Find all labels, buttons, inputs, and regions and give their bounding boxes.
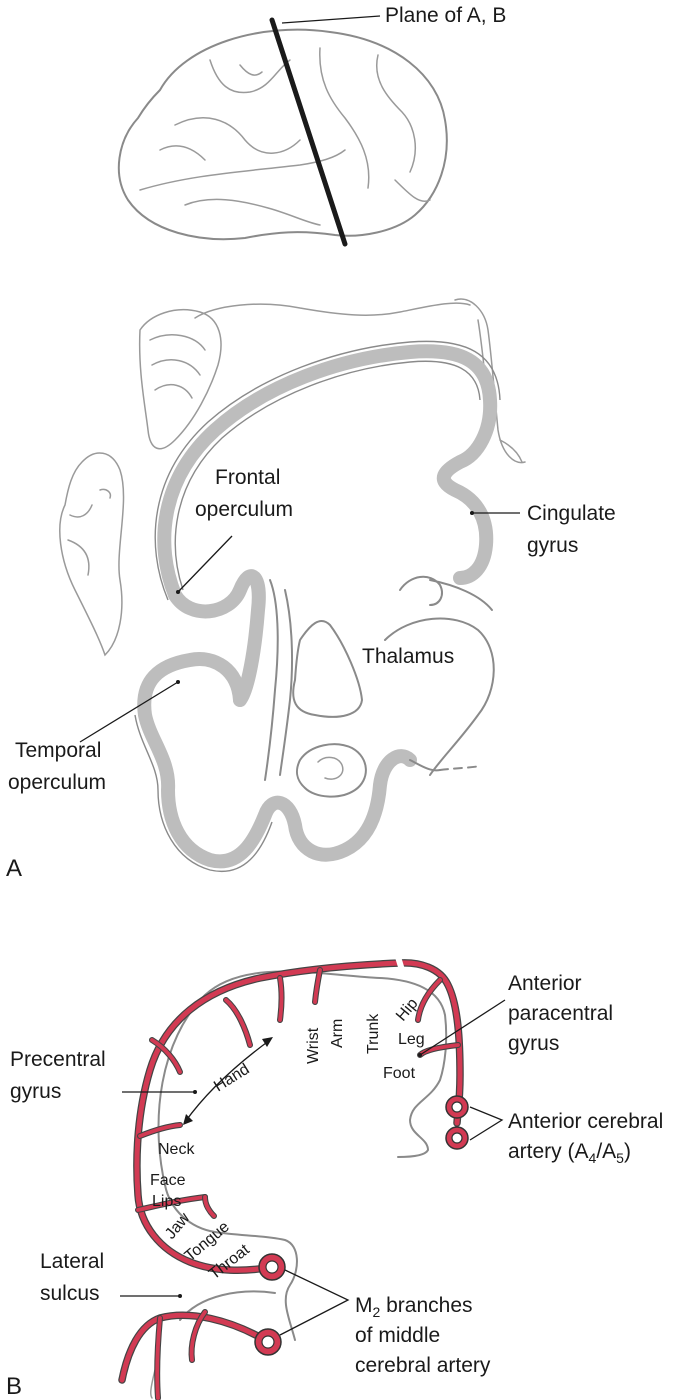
- cingulate-gyrus-label-line1: Cingulate: [527, 502, 616, 525]
- hand-arrowhead-top: [262, 1037, 273, 1047]
- cingulate-gyrus-label-line2: gyrus: [527, 534, 578, 557]
- m2-label-line2: of middle: [355, 1324, 440, 1347]
- lateral-brain-drawing: [117, 17, 448, 247]
- homunculus-head: [59, 452, 125, 657]
- precentral-label-line1: Precentral: [10, 1048, 106, 1071]
- frontal-operculum-leader: [177, 535, 233, 593]
- paracentral-dot: [418, 1053, 422, 1057]
- homunculus-hand: [138, 308, 222, 450]
- frontal-operculum-label-line2: operculum: [195, 498, 293, 521]
- soma-lips: Lips: [152, 1193, 181, 1210]
- lateral-sulcus-dot: [178, 1294, 182, 1298]
- lateral-sulcus-label-line1: Lateral: [40, 1250, 104, 1273]
- cingulate-gyrus-dot: [470, 511, 474, 515]
- soma-foot: Foot: [383, 1065, 416, 1082]
- plane-line: [269, 17, 348, 247]
- frontal-operculum-dot: [176, 590, 180, 594]
- cortex-band: [157, 344, 498, 602]
- temporal-operculum-dot: [176, 680, 180, 684]
- aca-label-line2: artery (A4/A5): [508, 1140, 631, 1166]
- soma-wrist: Wrist: [305, 1027, 322, 1064]
- panel-b-drawing: [118, 956, 469, 1400]
- frontal-operculum-label-line1: Frontal: [215, 466, 280, 489]
- plane-label: Plane of A, B: [385, 4, 506, 27]
- aca-label-line1: Anterior cerebral: [508, 1110, 663, 1133]
- paracentral-leader: [419, 999, 506, 1056]
- m2-label-line1: M2 branches: [355, 1294, 473, 1320]
- m2-label-line3: cerebral artery: [355, 1354, 491, 1377]
- temporal-cortex-band: [137, 652, 417, 869]
- temporal-operculum-leader: [79, 681, 179, 743]
- paracentral-label-line1: Anterior: [508, 972, 582, 995]
- thalamus-outline: [384, 617, 495, 776]
- paracentral-label-line3: gyrus: [508, 1032, 559, 1055]
- soma-trunk: Trunk: [365, 1013, 382, 1054]
- m2-branch-rings: [254, 1253, 286, 1356]
- ventricle-triangle: [292, 620, 363, 718]
- soma-hand: Hand: [211, 1061, 252, 1096]
- hand-range-arrow: [184, 1039, 271, 1123]
- artery-branches: [118, 967, 461, 1400]
- soma-arm: Arm: [329, 1019, 346, 1048]
- thalamus-label: Thalamus: [362, 645, 454, 668]
- temporal-operculum-label-line1: Temporal: [15, 739, 101, 762]
- soma-jaw: Jaw: [162, 1210, 194, 1243]
- panel-a-letter: A: [6, 855, 22, 882]
- anterior-cerebral-artery-rings: [445, 1095, 469, 1150]
- soma-face: Face: [150, 1172, 186, 1189]
- plane-label-leader: [281, 15, 381, 24]
- lateral-sulcus-label-line2: sulcus: [40, 1282, 100, 1305]
- precentral-label-line2: gyrus: [10, 1080, 61, 1103]
- hand-arrowhead-bottom: [183, 1114, 193, 1125]
- hippocampus-outline: [296, 743, 367, 798]
- artery-gap: [395, 956, 405, 971]
- paracentral-label-line2: paracentral: [508, 1002, 613, 1025]
- precentral-dot: [193, 1090, 197, 1094]
- soma-leg: Leg: [398, 1031, 425, 1048]
- temporal-operculum-label-line2: operculum: [8, 771, 106, 794]
- coronal-section-drawing: [59, 298, 526, 873]
- m2-leader: [279, 1269, 350, 1336]
- aca-leader: [469, 1106, 504, 1141]
- soma-neck: Neck: [158, 1141, 195, 1158]
- panel-b-letter: B: [6, 1373, 22, 1400]
